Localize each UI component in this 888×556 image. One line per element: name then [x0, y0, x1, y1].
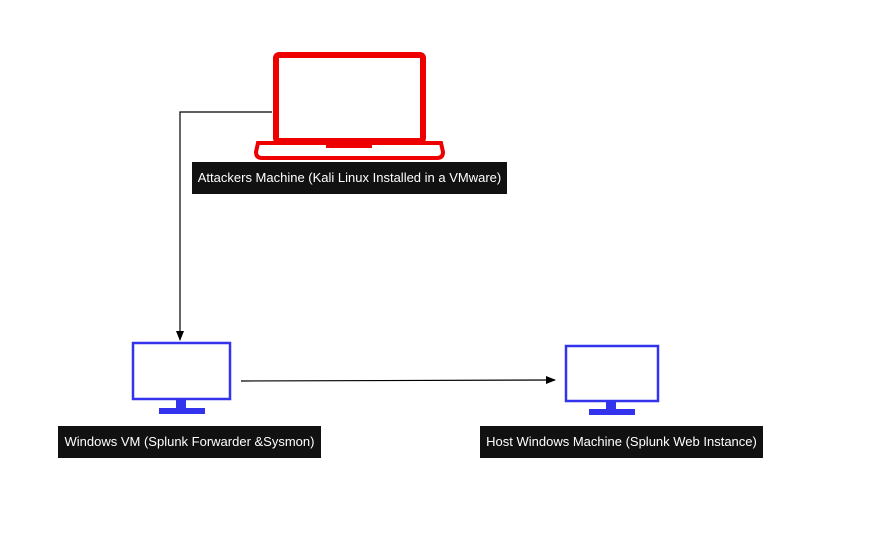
monitor-icon: [131, 341, 232, 414]
host-node-label: Host Windows Machine (Splunk Web Instanc…: [480, 426, 763, 458]
edge-attacker-to-windows-vm: [176, 111, 272, 341]
windows-vm-node-label: Windows VM (Splunk Forwarder &Sysmon): [58, 426, 321, 458]
monitor-icon: [564, 344, 660, 415]
laptop-icon: [253, 52, 446, 160]
attacker-node-label: Attackers Machine (Kali Linux Installed …: [192, 162, 507, 194]
edge-windows-vm-to-host: [240, 376, 556, 385]
